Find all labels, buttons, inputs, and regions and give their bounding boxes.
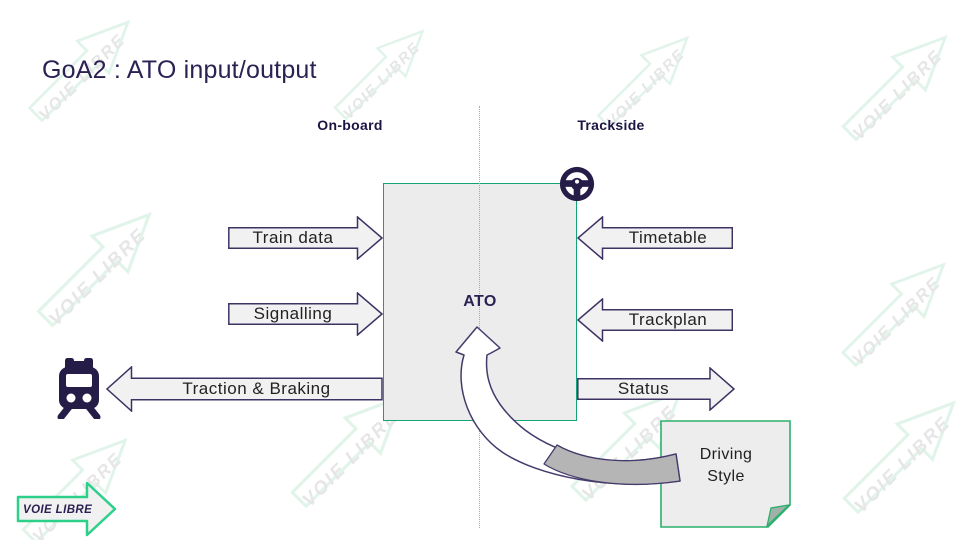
flow-arrow-train-data: Train data [228,216,383,260]
flow-label-traction-braking: Traction & Braking [182,379,331,398]
page-title: GoA2 : ATO input/output [42,56,317,84]
flow-arrow-traction-braking: Traction & Braking [106,366,383,412]
flow-label-status: Status [617,379,670,398]
section-label-onboard: On-board [317,117,383,133]
watermark-arrow: VOIE LIBRE [24,192,172,340]
section-label-trackside: Trackside [577,117,645,133]
watermark-arrow: VOIE LIBRE [830,17,960,154]
ato-box-label: ATO [463,293,497,310]
svg-text:VOIE LIBRE: VOIE LIBRE [848,46,946,144]
flow-label-train-data: Train data [252,228,334,247]
svg-text:VOIE LIBRE: VOIE LIBRE [850,411,955,516]
train-icon [55,357,103,424]
svg-text:VOIE LIBRE: VOIE LIBRE [341,40,424,123]
voie-libre-logo-text: VOIE LIBRE [23,504,92,516]
flow-arrow-timetable: Timetable [577,216,733,260]
svg-text:VOIE LIBRE: VOIE LIBRE [849,273,945,369]
watermark-arrow: VOIE LIBRE [830,244,960,379]
flow-arrow-trackplan: Trackplan [577,298,733,342]
watermark-arrow: VOIE LIBRE [323,13,440,130]
voie-libre-logo: VOIE LIBRE [16,480,118,540]
flow-label-trackplan: Trackplan [628,310,708,329]
onboard-trackside-divider [479,106,480,528]
driving-style-label: Driving Style [699,446,753,485]
steering-wheel-icon [558,165,596,208]
flow-arrow-status: Status [577,367,735,411]
flow-label-timetable: Timetable [628,228,708,247]
flow-arrow-signalling: Signalling [228,292,383,336]
driving-style-note [660,420,791,533]
svg-text:VOIE LIBRE: VOIE LIBRE [44,224,150,330]
flow-label-signalling: Signalling [253,304,333,323]
watermark-arrow: VOIE LIBRE [830,380,960,526]
